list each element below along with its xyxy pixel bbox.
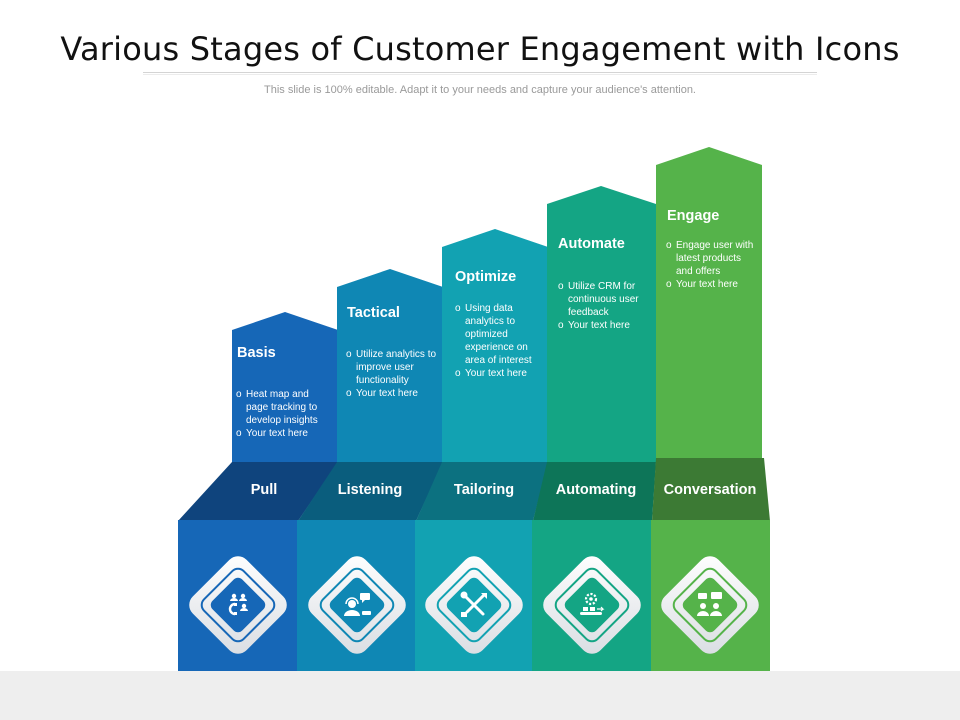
people-chat-icon bbox=[697, 592, 722, 616]
footer-band bbox=[0, 671, 960, 720]
icon-tile-pull bbox=[189, 556, 287, 654]
page-subtitle: This slide is 100% editable. Adapt it to… bbox=[264, 84, 696, 96]
support-headset-icon bbox=[344, 593, 371, 616]
title-divider bbox=[143, 72, 817, 73]
stage-label-automating: Automating bbox=[555, 482, 637, 498]
tools-icon bbox=[460, 591, 487, 617]
step-label-basis: Basis bbox=[237, 345, 276, 361]
stage-label-pull: Pull bbox=[250, 482, 278, 498]
bullet-item: Your text here bbox=[455, 367, 543, 380]
bullet-list-basis: Heat map and page tracking to develop in… bbox=[236, 388, 328, 440]
bullet-item: Your text here bbox=[666, 278, 756, 291]
bullet-item: Utilize CRM for continuous user feedback bbox=[558, 280, 650, 319]
step-label-optimize: Optimize bbox=[455, 269, 517, 285]
bullet-list-automate: Utilize CRM for continuous user feedback… bbox=[558, 280, 650, 332]
conveyor-gear-icon bbox=[580, 592, 605, 615]
icon-tile-listening bbox=[308, 556, 406, 654]
bullet-item: Engage user with latest products and off… bbox=[666, 239, 756, 278]
step-engage bbox=[651, 147, 770, 671]
bullet-list-tactical: Utilize analytics to improve user functi… bbox=[346, 348, 438, 400]
page-title: Various Stages of Customer Engagement wi… bbox=[60, 30, 900, 68]
bullet-item: Your text here bbox=[236, 427, 328, 440]
stage-label-listening: Listening bbox=[337, 482, 403, 498]
bullet-item: Utilize analytics to improve user functi… bbox=[346, 348, 438, 387]
bullet-item: Heat map and page tracking to develop in… bbox=[236, 388, 328, 427]
step-label-automate: Automate bbox=[558, 236, 625, 252]
icon-tile-conversation bbox=[661, 556, 759, 654]
step-label-engage: Engage bbox=[667, 208, 720, 224]
bullet-list-optimize: Using data analytics to optimized experi… bbox=[455, 302, 543, 380]
icon-tile-automating bbox=[543, 556, 641, 654]
stage-label-tailoring: Tailoring bbox=[453, 482, 515, 498]
bullet-item: Using data analytics to optimized experi… bbox=[455, 302, 543, 367]
bullet-list-engage: Engage user with latest products and off… bbox=[666, 239, 756, 291]
bullet-item: Your text here bbox=[346, 387, 438, 400]
bullet-item: Your text here bbox=[558, 319, 650, 332]
step-label-tactical: Tactical bbox=[347, 305, 400, 321]
stage-label-conversation: Conversation bbox=[663, 482, 757, 498]
magnet-users-icon bbox=[228, 593, 248, 616]
